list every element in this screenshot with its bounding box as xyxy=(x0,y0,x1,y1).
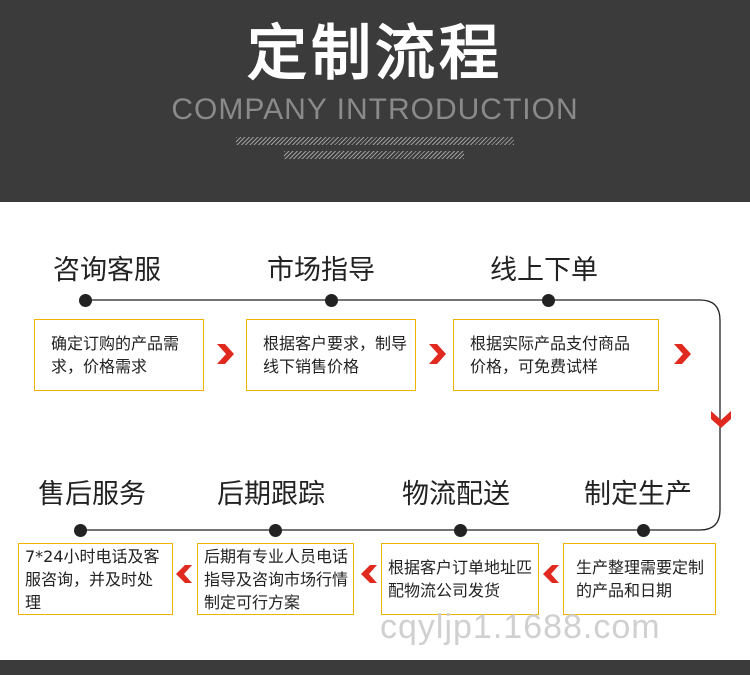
decorative-hatch-line xyxy=(236,137,514,145)
step-desc-text: 根据实际产品支付商品价格，可免费试样 xyxy=(470,334,631,376)
chevron-left-icon xyxy=(176,565,192,583)
step-title-production: 制定生产 xyxy=(584,479,692,510)
chevron-left-icon xyxy=(361,565,377,583)
step-title-consult: 咨询客服 xyxy=(53,255,161,286)
step-dot xyxy=(325,294,338,307)
step-desc-after-sales: 7*24小时电话及客服咨询，并及时处理 xyxy=(18,543,173,615)
step-dot xyxy=(79,294,92,307)
step-desc-logistics: 根据客户订单地址匹配物流公司发货 xyxy=(381,543,539,615)
page-title: 定制流程 xyxy=(247,19,503,89)
step-dot xyxy=(637,524,650,537)
step-title-online-order: 线上下单 xyxy=(490,255,598,286)
chevron-down-icon xyxy=(711,411,731,428)
step-desc-text: 根据客户要求，制导线下销售价格 xyxy=(263,334,408,376)
chevron-right-icon xyxy=(217,344,234,364)
step-dot xyxy=(74,524,87,537)
step-desc-market-guide: 根据客户要求，制导线下销售价格 xyxy=(246,319,416,391)
step-title-logistics: 物流配送 xyxy=(402,479,510,510)
step-dot xyxy=(269,524,282,537)
watermark-text: cqyljp1.1688.com xyxy=(380,608,661,646)
step-dot xyxy=(454,524,467,537)
chevron-right-icon xyxy=(429,344,446,364)
step-desc-text: 7*24小时电话及客服咨询，并及时处理 xyxy=(25,546,160,612)
chevron-left-icon xyxy=(543,565,559,583)
step-desc-online-order: 根据实际产品支付商品价格，可免费试样 xyxy=(453,319,659,391)
step-desc-production: 生产整理需要定制的产品和日期 xyxy=(563,543,716,615)
step-desc-text: 确定订购的产品需求，价格需求 xyxy=(51,334,180,376)
step-title-after-sales: 售后服务 xyxy=(38,479,146,510)
step-dot xyxy=(542,294,555,307)
header-banner: 定制流程 COMPANY INTRODUCTION xyxy=(0,0,750,202)
step-title-market-guide: 市场指导 xyxy=(267,255,375,286)
page-subtitle: COMPANY INTRODUCTION xyxy=(171,93,579,126)
step-title-follow-up: 后期跟踪 xyxy=(217,479,325,510)
step-desc-text: 后期有专业人员电话指导及咨询市场行情制定可行方案 xyxy=(204,546,349,612)
step-desc-text: 根据客户订单地址匹配物流公司发货 xyxy=(388,558,533,600)
decorative-hatch-line xyxy=(284,151,464,159)
step-desc-consult: 确定订购的产品需求，价格需求 xyxy=(34,319,204,391)
step-desc-follow-up: 后期有专业人员电话指导及咨询市场行情制定可行方案 xyxy=(197,543,354,615)
chevron-right-icon xyxy=(674,344,691,364)
footer-bar xyxy=(0,660,750,675)
step-desc-text: 生产整理需要定制的产品和日期 xyxy=(576,558,705,600)
